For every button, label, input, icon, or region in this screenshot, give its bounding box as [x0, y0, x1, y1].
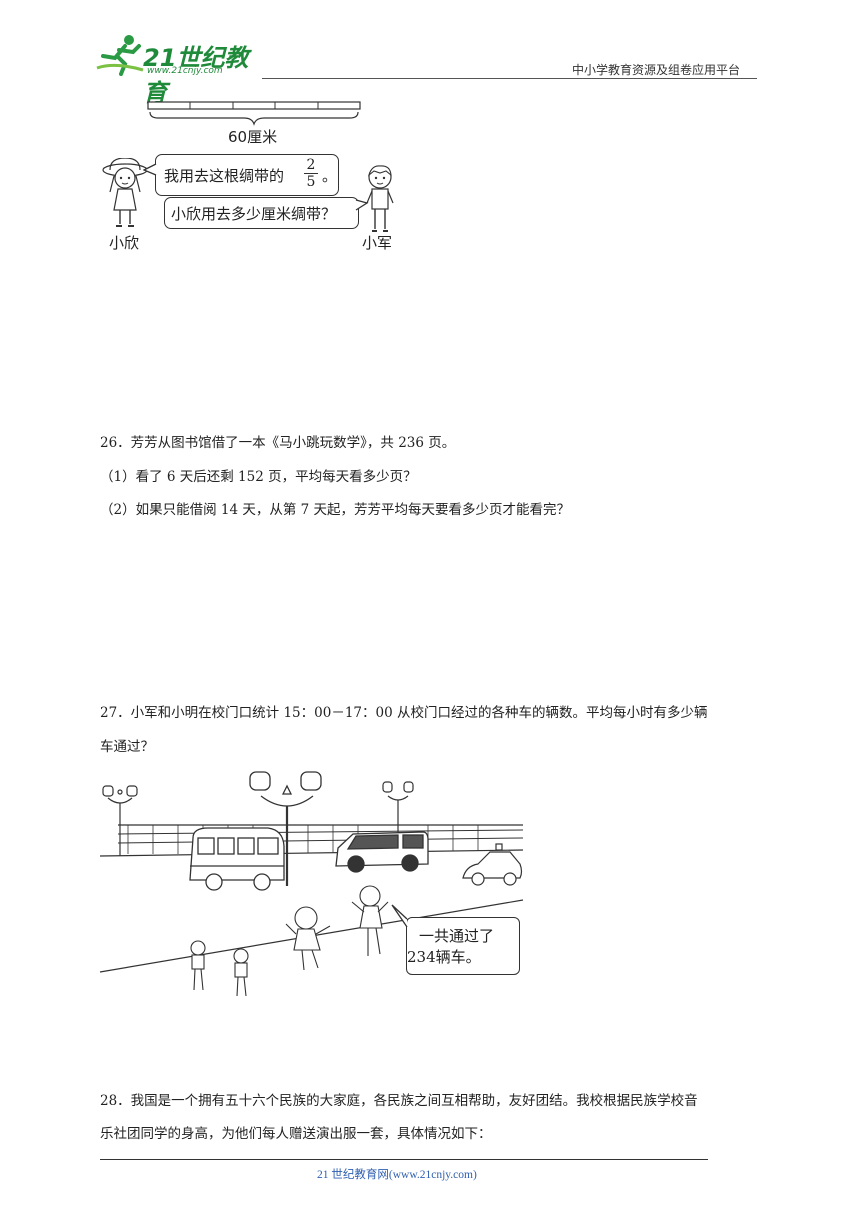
name-xiaoxin: 小欣 [109, 234, 140, 252]
header-rule [262, 78, 757, 79]
logo-title: 21世纪教育 [143, 44, 249, 107]
footer-text: 21 世纪教育网(www.21cnjy.com) [317, 1169, 477, 1181]
xiaoxin-speech-bubble: 我用去这根绸带的 2 5 。 [155, 154, 339, 196]
street-scene-figure [99, 771, 524, 997]
q28-line2: 乐社团同学的身高，为他们每人赠送演出服一套，具体情况如下： [100, 1126, 492, 1142]
logo-url: www.21cnjy.com [147, 66, 223, 76]
q27-bubble-line2: 234辆车。 [407, 948, 481, 966]
fraction: 2 5 [304, 157, 318, 190]
xiaojun-speech-text: 小欣用去多少厘米绸带？ [171, 205, 337, 223]
q27-line1: 27．小军和小明在校门口统计 15：00－17：00 从校门口经过的各种车的辆数… [100, 705, 708, 721]
boy-xiaojun-icon [366, 165, 394, 232]
fraction-denominator: 5 [306, 174, 316, 190]
xiaoxin-speech-text: 我用去这根绸带的 [164, 167, 285, 185]
platform-title: 中小学教育资源及组卷应用平台 [572, 63, 741, 77]
q26-part2: （2）如果只能借阅 14 天，从第 7 天起，芳芳平均每天要看多少页才能看完？ [100, 502, 571, 518]
ribbon-figure [147, 101, 361, 126]
q28-line1: 28．我国是一个拥有五十六个民族的大家庭，各民族之间互相帮助，友好团结。我校根据… [100, 1093, 698, 1109]
footer-rule [100, 1159, 708, 1160]
fraction-numerator: 2 [304, 157, 318, 174]
q26-part1: （1）看了 6 天后还剩 152 页，平均每天看多少页？ [100, 469, 417, 485]
car-black-icon [335, 831, 429, 873]
xiaojun-speech-bubble: 小欣用去多少厘米绸带？ [164, 197, 359, 229]
bubble-tail-left [143, 163, 157, 176]
runner-logo-icon [96, 35, 144, 76]
q27-speech-bubble: 一共通过了 234辆车。 [406, 917, 520, 975]
q26-stem: 26．芳芳从图书馆借了一本《马小跳玩数学》，共 236 页。 [100, 435, 456, 451]
speech-period: 。 [322, 167, 338, 185]
ribbon-length-label: 60厘米 [228, 128, 278, 146]
child-figures-icon [190, 885, 389, 997]
q27-bubble-line1: 一共通过了 [419, 927, 495, 945]
site-logo: 21世纪教育 www.21cnjy.com [95, 34, 265, 107]
girl-xiaoxin-icon [102, 158, 148, 227]
q27-bubble-tail [391, 904, 408, 927]
car-small-icon [462, 843, 523, 886]
q27-line2: 车通过？ [100, 739, 154, 755]
name-xiaojun: 小军 [362, 234, 393, 252]
lamp-post-center-icon [249, 771, 322, 886]
lamp-post-left-icon [102, 785, 138, 856]
bus-icon [189, 827, 285, 891]
ribbon-brace [149, 111, 359, 126]
ribbon-bar [147, 101, 361, 110]
